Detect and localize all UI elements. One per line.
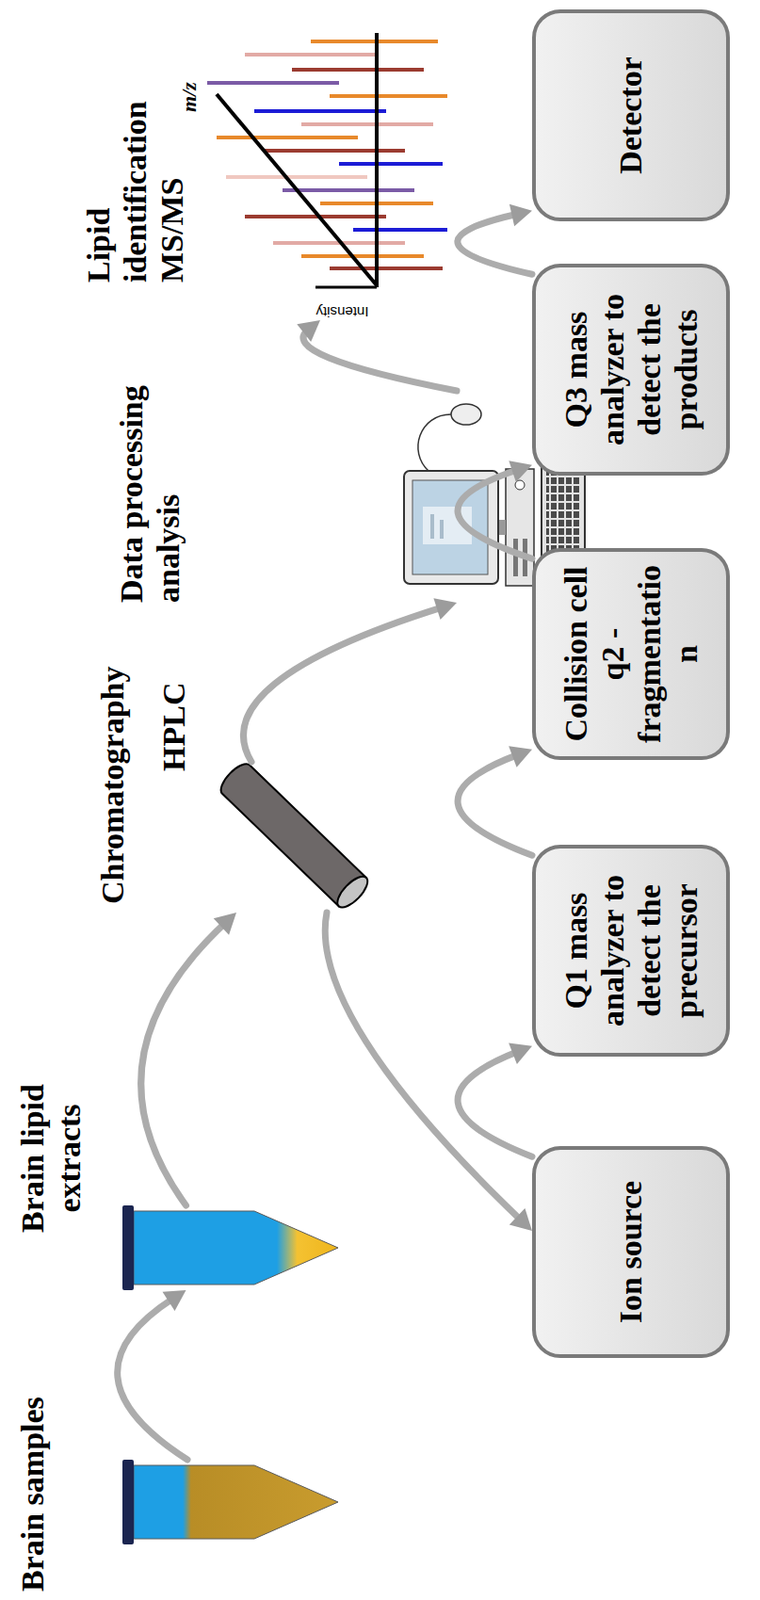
screen-line bbox=[430, 514, 435, 539]
box-label: Ion source bbox=[612, 1158, 649, 1347]
box-label: Q3 mass analyzer to detect the products bbox=[557, 275, 705, 465]
figure-node: Brain samples bbox=[122, 1459, 340, 1545]
depth-axis bbox=[216, 94, 377, 286]
flow-arrow bbox=[457, 1043, 533, 1158]
step-heading: HPLC bbox=[155, 682, 193, 772]
arrow-head bbox=[296, 320, 321, 342]
peak bbox=[329, 94, 448, 98]
box-label: Detector bbox=[612, 21, 649, 211]
box-label: Q1 mass analyzer to detect the precursor bbox=[557, 857, 705, 1046]
extract-tube bbox=[122, 1205, 339, 1291]
power-button bbox=[515, 480, 525, 490]
arrow-curve bbox=[242, 607, 442, 762]
step-heading: Lipid identification MS/MS bbox=[80, 84, 191, 283]
tube-cap bbox=[122, 1459, 134, 1545]
tube-cap bbox=[122, 1205, 134, 1291]
step-heading: Chromatography bbox=[94, 666, 131, 906]
arrow-curve bbox=[457, 469, 533, 559]
arrow-head bbox=[162, 1290, 187, 1311]
arrow-head bbox=[508, 1043, 533, 1065]
arrow-head bbox=[508, 745, 533, 767]
flow-arrow bbox=[457, 204, 533, 275]
flow-arrow bbox=[141, 912, 237, 1206]
peak bbox=[339, 161, 443, 166]
arrow-curve bbox=[141, 922, 227, 1206]
arrow-head bbox=[508, 460, 533, 483]
arrow-curve bbox=[117, 1298, 188, 1460]
mouse-cord bbox=[418, 414, 452, 471]
column-body bbox=[216, 759, 367, 906]
figure-node: Brain lipid extracts bbox=[122, 1205, 335, 1291]
axis-label: Intensity bbox=[316, 304, 370, 321]
peak bbox=[291, 67, 424, 72]
peak bbox=[353, 227, 448, 232]
spectrum-peaks bbox=[207, 41, 448, 269]
peak bbox=[244, 52, 377, 57]
arrow-head bbox=[509, 1208, 533, 1231]
peak bbox=[207, 80, 340, 85]
process-box: Detector bbox=[532, 9, 730, 222]
drive-slot bbox=[513, 538, 518, 577]
flow-arrow bbox=[457, 460, 533, 559]
arrow-curve bbox=[457, 213, 533, 275]
process-box: Ion source bbox=[532, 1146, 730, 1359]
screen-window bbox=[422, 506, 472, 545]
figure-node: Lipid identification MS/MS bbox=[188, 28, 453, 321]
hplc-column bbox=[216, 759, 373, 912]
sample-tube bbox=[122, 1459, 339, 1545]
tube-body bbox=[133, 1211, 339, 1285]
column-end bbox=[332, 872, 372, 913]
mouse bbox=[451, 404, 482, 425]
peak bbox=[282, 188, 415, 193]
peak bbox=[310, 39, 438, 44]
step-heading: Brain lipid extracts bbox=[14, 1064, 88, 1253]
flow-arrow bbox=[324, 912, 533, 1231]
flow-arrow bbox=[117, 1290, 188, 1460]
flow-arrow bbox=[457, 745, 533, 856]
tube-body bbox=[133, 1465, 339, 1539]
peak bbox=[254, 109, 387, 114]
figure-node: ChromatographyHPLC bbox=[221, 761, 372, 913]
process-box: Collision cell q2 - fragmentatio n bbox=[532, 548, 730, 760]
axis-label: m/z bbox=[177, 81, 202, 113]
mz-axis bbox=[374, 32, 379, 288]
desktop-unit bbox=[505, 468, 534, 586]
monitor-screen bbox=[412, 480, 488, 575]
screen-line bbox=[439, 519, 444, 539]
peak bbox=[329, 266, 443, 271]
arrow-curve bbox=[457, 754, 533, 856]
arrow-curve bbox=[303, 329, 457, 391]
step-heading: Brain samples bbox=[14, 1396, 51, 1592]
peak bbox=[244, 214, 387, 219]
monitor-frame bbox=[404, 470, 499, 584]
drive-slot bbox=[522, 538, 528, 577]
arrow-curve bbox=[457, 1051, 533, 1158]
peak bbox=[301, 254, 424, 259]
process-box: Q1 mass analyzer to detect the precursor bbox=[532, 844, 730, 1057]
arrow-head bbox=[509, 204, 533, 227]
step-heading: Data processing analysis bbox=[113, 367, 187, 603]
peak bbox=[216, 135, 358, 140]
flow-arrow bbox=[242, 598, 457, 762]
process-box: Q3 mass analyzer to detect the products bbox=[532, 263, 730, 476]
intensity-axis bbox=[315, 286, 377, 290]
peak bbox=[263, 148, 405, 153]
flow-arrow bbox=[296, 320, 457, 391]
arrow-head bbox=[213, 912, 237, 936]
peak bbox=[301, 122, 434, 127]
ms-spectrum bbox=[207, 32, 448, 288]
arrow-head bbox=[433, 598, 457, 620]
box-label: Collision cell q2 - fragmentatio n bbox=[557, 560, 705, 749]
arrow-curve bbox=[324, 912, 521, 1221]
peak bbox=[226, 175, 368, 179]
